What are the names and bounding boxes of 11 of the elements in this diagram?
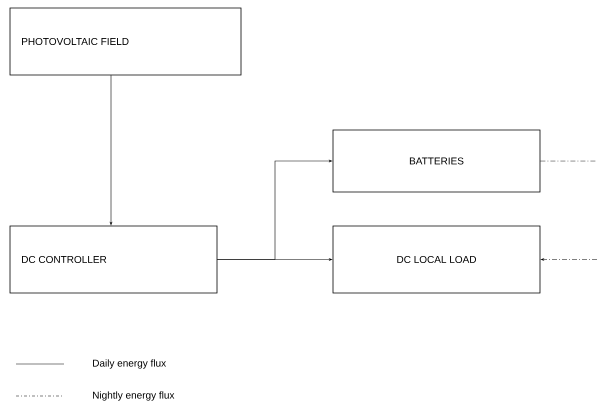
process-box <box>332 130 540 192</box>
process-box <box>332 226 540 294</box>
process-box <box>10 8 242 76</box>
legend-text: Nightly energy flux <box>93 391 174 401</box>
node-label: DC CONTROLLER <box>22 256 106 264</box>
legend-text: Daily energy flux <box>93 359 166 369</box>
node-label: BATTERIES <box>410 157 464 165</box>
process-box <box>10 226 218 294</box>
connector-line <box>540 160 597 162</box>
node-label: DC LOCAL LOAD <box>397 256 476 264</box>
node-label: PHOTOVOLTAIC FIELD <box>22 38 129 46</box>
